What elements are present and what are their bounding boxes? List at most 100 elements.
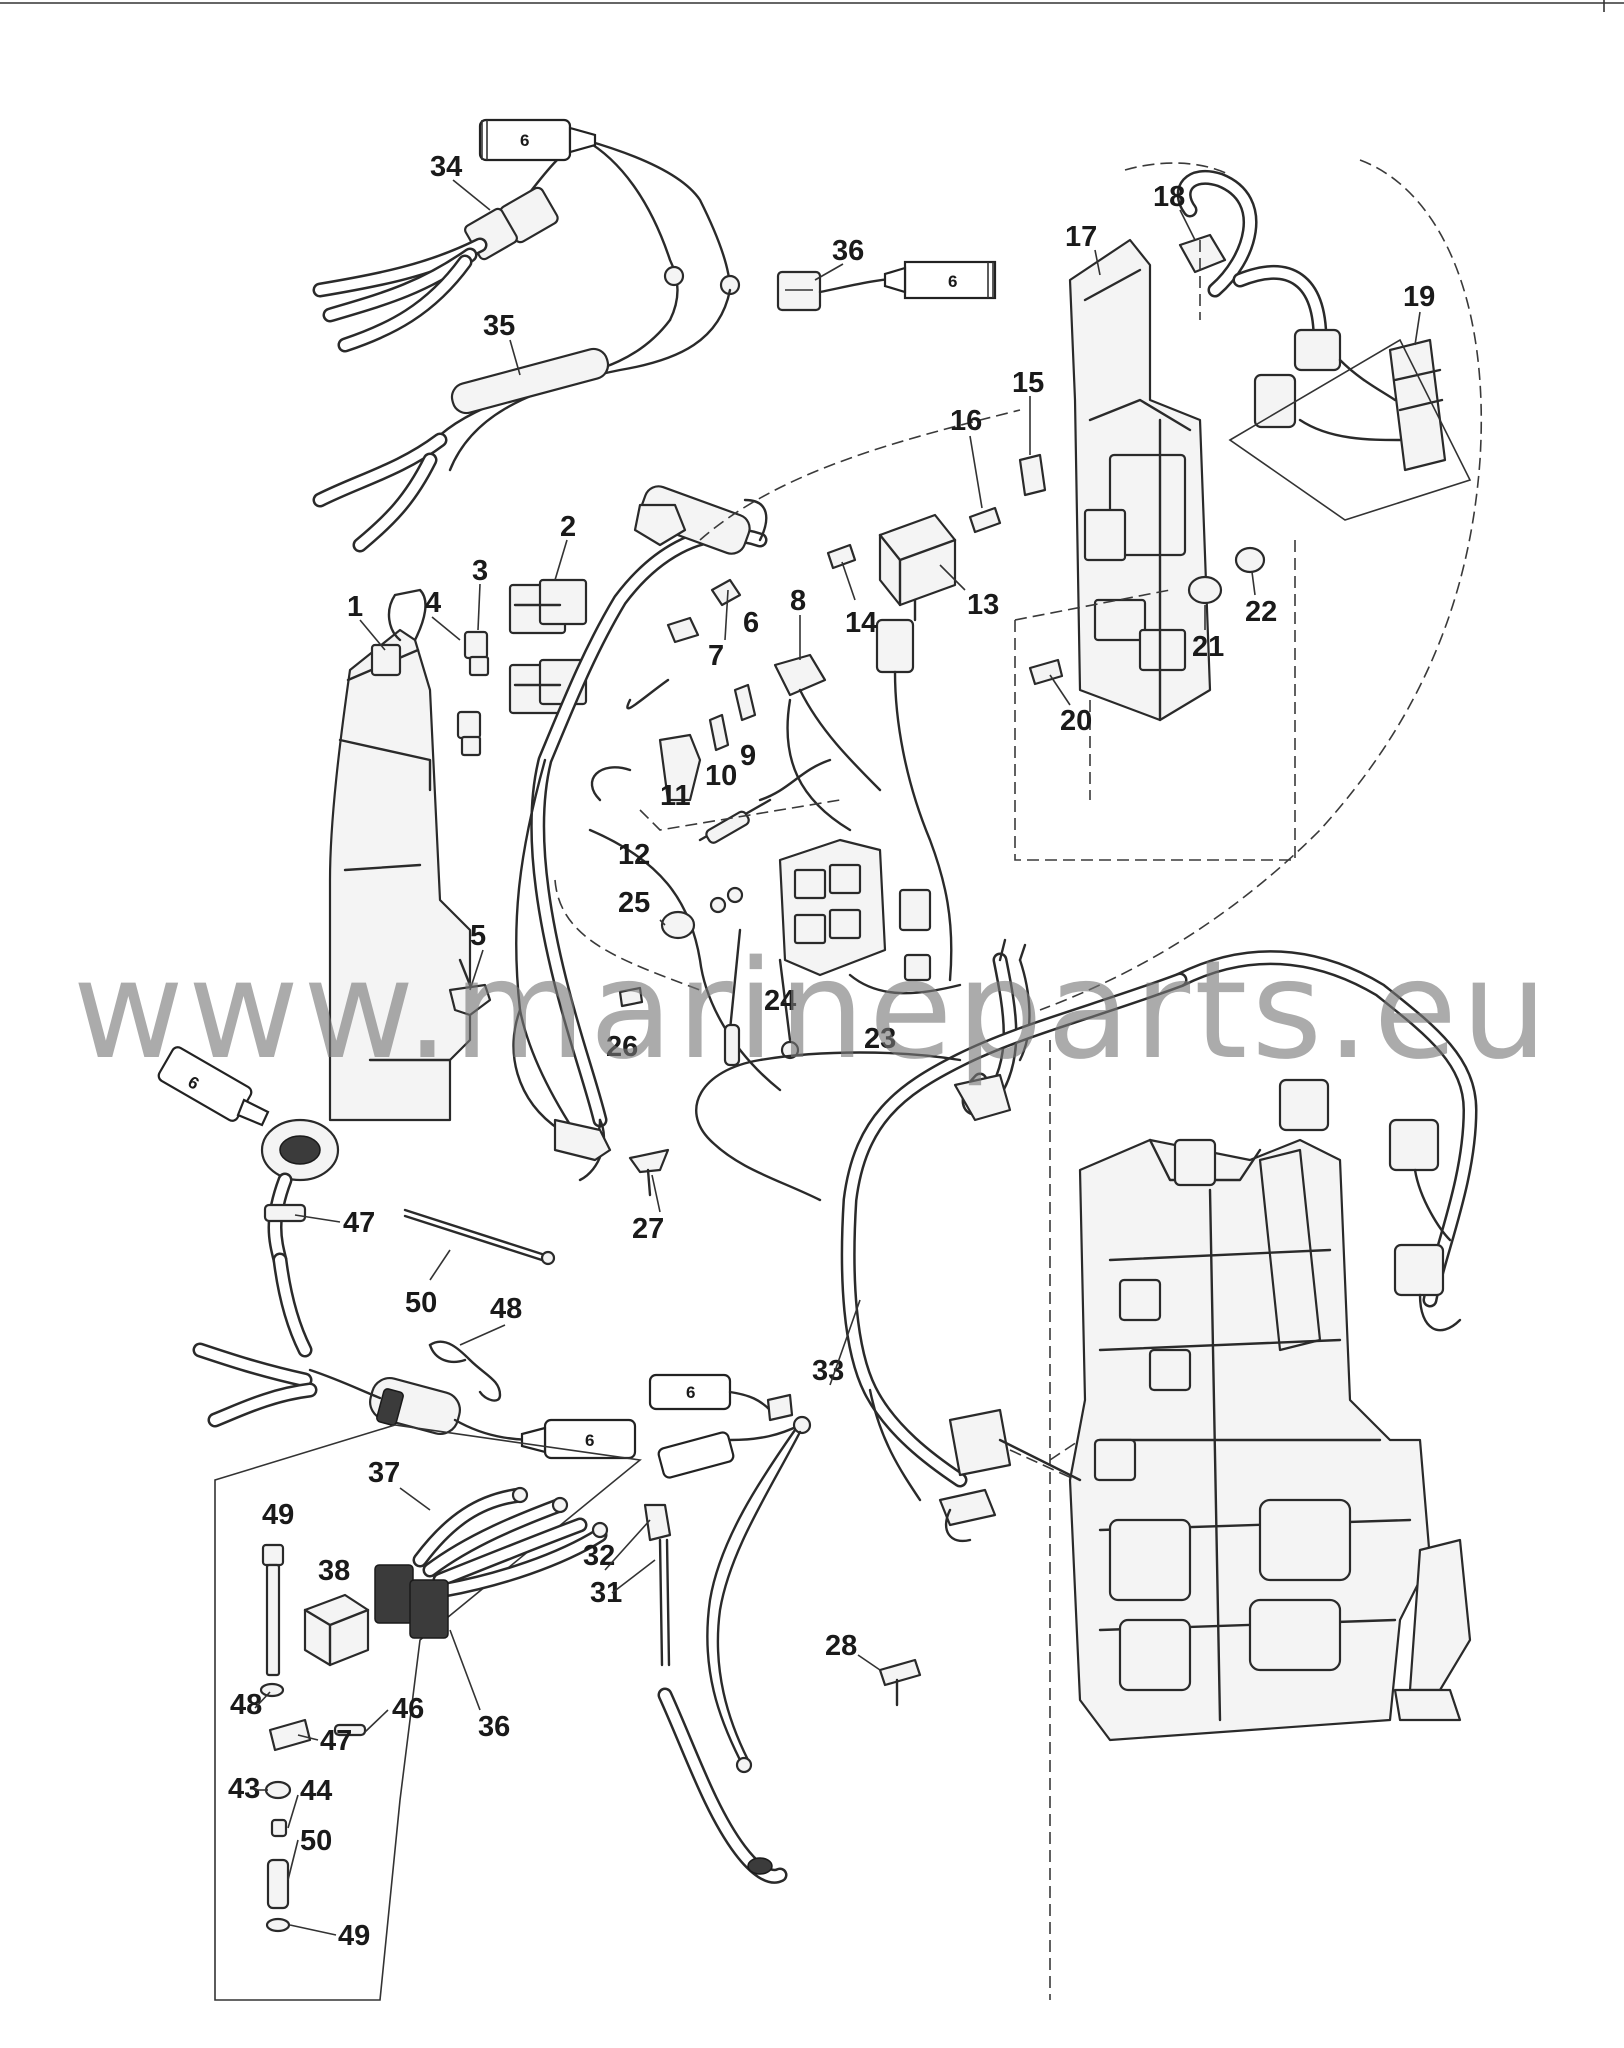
clamp-36 (428, 1340, 502, 1402)
callout-3: 3 (472, 555, 488, 587)
battery-cable (657, 1687, 788, 1884)
callout-16: 16 (950, 405, 982, 437)
callout-22: 22 (1245, 596, 1277, 628)
grommet-21 (1187, 575, 1223, 605)
callout-49-bottom: 49 (338, 1920, 370, 1952)
callout-11: 11 (660, 780, 691, 812)
callout-24: 24 (764, 985, 796, 1017)
bolt-7 (666, 616, 700, 644)
callout-46: 46 (392, 1693, 424, 1725)
callout-15: 15 (1012, 367, 1044, 399)
bolt-26 (618, 986, 644, 1008)
connector-37: 6 (776, 260, 997, 312)
callout-31: 32 (583, 1540, 615, 1572)
collar-50 (266, 1858, 290, 1910)
relay-43 (303, 1593, 370, 1667)
callout-2: 2 (560, 511, 576, 543)
callout-17: 17 (1065, 221, 1097, 253)
inset-panel-41 (214, 1424, 642, 2001)
callout-37: 36 (832, 235, 864, 267)
callout-50: 50 (300, 1825, 332, 1857)
callout-28: 28 (825, 1630, 857, 1662)
callout-45: 44 (300, 1775, 332, 1807)
callout-4: 4 (425, 587, 441, 619)
main-harness (512, 485, 782, 1182)
callout-42: 37 (368, 1457, 400, 1489)
callout-6: 6 (743, 607, 759, 639)
sealant-tube-6-left: 6 (157, 1046, 270, 1127)
sub-harness-19 (1176, 169, 1447, 472)
callout-29: 31 (590, 1577, 622, 1609)
fuse-3 (463, 630, 490, 677)
bolt-20 (1028, 658, 1064, 686)
callout-5: 5 (470, 920, 486, 952)
bolt-48 (261, 1543, 285, 1677)
callout-21: 21 (1192, 631, 1224, 663)
callout-20: 20 (1060, 705, 1092, 737)
washer-49-bottom (265, 1917, 291, 1933)
nut-44 (264, 1780, 292, 1800)
callout-18: 18 (1153, 181, 1185, 213)
washer-49-top (259, 1682, 285, 1698)
connector-9 (733, 683, 757, 722)
harness-42 (374, 1486, 609, 1639)
engine-harness-right (1172, 950, 1478, 1332)
callout-1: 1 (347, 591, 363, 623)
sensor-harness-33-34 (312, 138, 741, 553)
callout-12: 12 (618, 839, 650, 871)
engine-block (1068, 1138, 1472, 1742)
callout-27: 27 (632, 1213, 664, 1245)
callout-13: 13 (967, 589, 999, 621)
spacer-46 (333, 1723, 367, 1737)
callout-19: 19 (1403, 281, 1435, 313)
svg-text:6: 6 (520, 131, 529, 150)
sealant-tube-6-top: 6 (478, 118, 597, 162)
callout-48: 49 (262, 1499, 294, 1531)
callout-10: 10 (705, 760, 737, 792)
grommet-22 (1234, 546, 1266, 574)
washer-45 (270, 1818, 288, 1838)
svg-text:6: 6 (948, 272, 957, 291)
svg-text:6: 6 (585, 1431, 594, 1450)
callout-47: 47 (320, 1725, 352, 1757)
callout-25: 25 (618, 887, 650, 919)
callout-34: 35 (483, 310, 515, 342)
terminal-cable-35: 6 (192, 1118, 637, 1460)
callout-33: 34 (430, 151, 462, 183)
svg-text:6: 6 (686, 1383, 695, 1402)
cable-tie-38 (403, 1208, 556, 1266)
relay-23 (848, 888, 962, 995)
bracket-17 (1068, 238, 1212, 722)
bracket-15 (1018, 453, 1047, 497)
fuse-4 (456, 710, 482, 757)
clip-5 (448, 958, 492, 1017)
callout-35: 47 (343, 1207, 375, 1239)
callout-9: 9 (740, 740, 756, 772)
fuse-box-24 (778, 838, 887, 977)
harness-32 (695, 972, 1188, 1543)
nut-47 (268, 1718, 312, 1752)
electrical-cover-1 (328, 588, 472, 1122)
callout-43: 38 (318, 1555, 350, 1587)
relay-13 (878, 513, 957, 622)
terminal-11 (658, 733, 702, 802)
bolt-16 (968, 506, 1002, 534)
callout-23: 23 (864, 1023, 896, 1055)
bolt-28 (878, 1658, 922, 1707)
callout-7: 7 (708, 640, 724, 672)
bolt-27 (628, 1148, 670, 1197)
coupler-18 (1178, 233, 1227, 274)
ground-terminal-8 (773, 653, 882, 832)
terminals-near-24 (709, 886, 800, 1067)
harness-right (953, 938, 1031, 1122)
leader-lines (254, 179, 1421, 1936)
callout-36: 48 (490, 1293, 522, 1325)
callout-38: 50 (405, 1287, 437, 1319)
grommet-25 (660, 910, 696, 940)
callout-14: 14 (845, 607, 877, 639)
bolt-6 (710, 578, 742, 607)
coupler (875, 618, 953, 982)
callout-8: 8 (790, 585, 806, 617)
connector-10 (708, 713, 730, 752)
